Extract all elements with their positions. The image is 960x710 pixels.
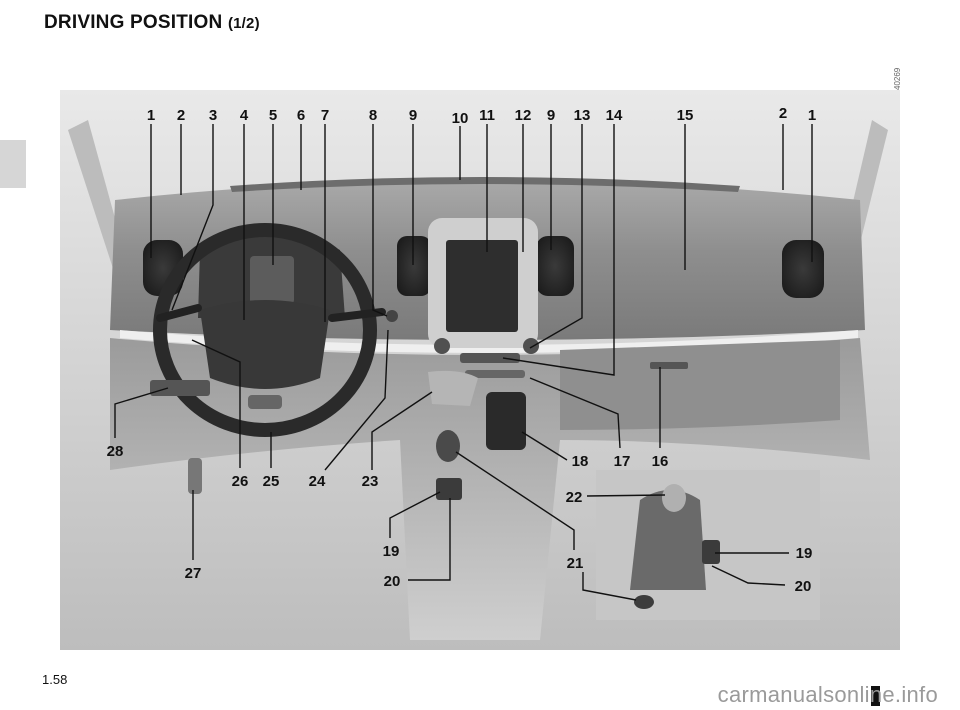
callout-19-console: 19 (383, 543, 400, 560)
callout-9-right: 9 (547, 107, 555, 124)
callout-4: 4 (240, 107, 249, 124)
phone-charging-tray (486, 392, 526, 450)
cluster-display (250, 256, 294, 304)
callout-6: 6 (297, 107, 305, 124)
callout-28: 28 (107, 443, 124, 460)
callout-3: 3 (209, 107, 217, 124)
right-stalk[interactable] (328, 308, 386, 322)
callout-8: 8 (369, 107, 377, 124)
watermark: carmanualsonline.info (717, 682, 938, 707)
center-left-air-vent (397, 236, 431, 296)
callout-26: 26 (232, 473, 249, 490)
center-right-air-vent (536, 236, 574, 296)
callout-19-inset: 19 (796, 545, 813, 562)
right-control-knob[interactable] (523, 338, 539, 354)
callout-1-right: 1 (808, 107, 816, 124)
callout-21: 21 (567, 555, 584, 572)
callout-15: 15 (677, 107, 694, 124)
glovebox-handle (650, 362, 688, 369)
bookmark-marker (871, 686, 880, 706)
callout-27: 27 (185, 565, 202, 582)
callout-12: 12 (515, 107, 532, 124)
callouts-top: 1 2 3 4 5 6 7 8 9 10 11 12 9 13 14 15 2 … (147, 105, 816, 127)
callout-1-left: 1 (147, 107, 155, 124)
callout-20-inset: 20 (795, 578, 812, 595)
manual-gear-knob[interactable] (662, 484, 686, 512)
bonnet-release[interactable] (188, 458, 202, 494)
inset-control[interactable] (634, 595, 654, 609)
page-title-text: DRIVING POSITION (44, 12, 223, 33)
switch-panel[interactable] (465, 370, 525, 378)
callout-20-console: 20 (384, 573, 401, 590)
page-title-part: (1/2) (227, 15, 260, 32)
glovebox (560, 340, 840, 430)
callout-22: 22 (566, 489, 583, 506)
callout-2-right: 2 (779, 105, 787, 122)
page-number: 1.58 (42, 672, 68, 687)
steering-wheel-hub[interactable] (200, 300, 330, 389)
climate-control-buttons[interactable] (460, 353, 520, 363)
console-buttons[interactable] (436, 478, 462, 500)
callout-18: 18 (572, 453, 589, 470)
left-stalk[interactable] (156, 304, 202, 322)
callouts-bottom: 28 26 25 24 23 18 17 16 22 19 21 27 19 2… (107, 443, 813, 595)
callout-2-left: 2 (177, 107, 185, 124)
gear-lever-upper[interactable] (428, 370, 478, 406)
callout-7: 7 (321, 107, 329, 124)
left-control-knob[interactable] (434, 338, 450, 354)
section-tab (0, 140, 26, 188)
steering-wheel-badge (248, 395, 282, 409)
page-title: DRIVING POSITION (1/2) (44, 12, 260, 34)
multimedia-screen[interactable] (446, 240, 518, 332)
callout-23: 23 (362, 473, 379, 490)
leader-lines (114, 124, 813, 601)
callout-11: 11 (479, 107, 495, 124)
defrost-vent (230, 177, 740, 192)
callout-14: 14 (606, 107, 623, 124)
right-side-air-vent (782, 240, 824, 298)
start-button[interactable] (386, 310, 398, 322)
callout-13: 13 (574, 107, 591, 124)
callout-24: 24 (309, 473, 326, 490)
multi-sense-control[interactable] (436, 430, 460, 462)
steering-wheel-rim[interactable] (153, 223, 377, 437)
inset-buttons[interactable] (702, 540, 720, 564)
callout-10: 10 (452, 110, 469, 127)
callout-17: 17 (614, 453, 631, 470)
callout-9-left: 9 (409, 107, 417, 124)
inset-gear-boot (630, 490, 706, 590)
callout-25: 25 (263, 473, 280, 490)
callout-16: 16 (652, 453, 669, 470)
left-switch-panel[interactable] (150, 380, 210, 396)
callout-5: 5 (269, 107, 277, 124)
